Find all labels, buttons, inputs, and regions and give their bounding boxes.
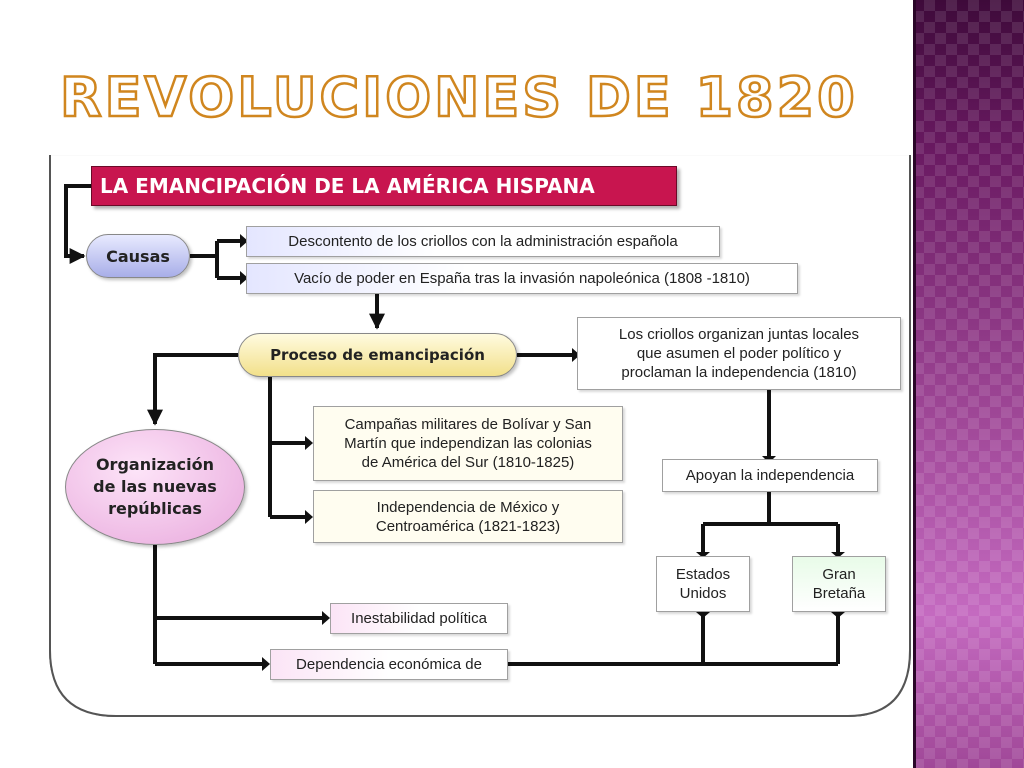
proceso-label: Proceso de emancipación bbox=[270, 346, 485, 364]
proceso-node: Proceso de emancipación bbox=[238, 333, 517, 377]
dependencia-label: Dependencia económica de bbox=[296, 656, 482, 673]
causa-1-box: Descontento de los criollos con la admin… bbox=[246, 226, 720, 257]
causas-node: Causas bbox=[86, 234, 190, 278]
gran-bretana-label: Gran Bretaña bbox=[812, 566, 866, 602]
inestabilidad-box: Inestabilidad política bbox=[330, 603, 508, 634]
sidebar-edge bbox=[913, 0, 916, 768]
causa-2-box: Vacío de poder en España tras la invasió… bbox=[246, 263, 798, 294]
juntas-box: Los criollos organizan juntas locales qu… bbox=[577, 317, 901, 390]
estados-unidos-label: Estados Unidos bbox=[675, 566, 731, 602]
decorative-sidebar bbox=[913, 0, 1024, 768]
gran-bretana-box: Gran Bretaña bbox=[792, 556, 886, 612]
connector-apoyan-countries bbox=[701, 492, 840, 552]
organizacion-node: Organización de las nuevas repúblicas bbox=[65, 429, 245, 545]
diagram-header: LA EMANCIPACIÓN DE LA AMÉRICA HISPANA bbox=[91, 166, 677, 206]
campanas-label: Campañas militares de Bolívar y San Mart… bbox=[344, 416, 592, 471]
connector-header-causas bbox=[64, 184, 91, 264]
inestabilidad-label: Inestabilidad política bbox=[351, 610, 487, 627]
connector-causas-branches bbox=[190, 239, 240, 280]
independencia-mexico-label: Independencia de México y Centroamérica … bbox=[375, 498, 561, 535]
causas-label: Causas bbox=[106, 246, 170, 266]
connector-countries-down bbox=[701, 612, 840, 664]
dependencia-box: Dependencia económica de bbox=[270, 649, 508, 680]
causa-1-label: Descontento de los criollos con la admin… bbox=[288, 233, 678, 250]
connector-proceso-branches bbox=[268, 375, 310, 519]
estados-unidos-box: Estados Unidos bbox=[656, 556, 750, 612]
independencia-mexico-box: Independencia de México y Centroamérica … bbox=[313, 490, 623, 543]
causa-2-label: Vacío de poder en España tras la invasió… bbox=[294, 270, 750, 287]
connector-proceso-organizacion bbox=[147, 353, 238, 426]
campanas-box: Campañas militares de Bolívar y San Mart… bbox=[313, 406, 623, 481]
connector-organizacion-down bbox=[153, 545, 838, 666]
apoyan-box: Apoyan la independencia bbox=[662, 459, 878, 492]
apoyan-label: Apoyan la independencia bbox=[685, 467, 855, 484]
slide-title: REVOLUCIONES DE 1820 bbox=[59, 65, 858, 131]
juntas-label: Los criollos organizan juntas locales qu… bbox=[618, 326, 860, 381]
organizacion-label: Organización de las nuevas repúblicas bbox=[93, 455, 217, 518]
